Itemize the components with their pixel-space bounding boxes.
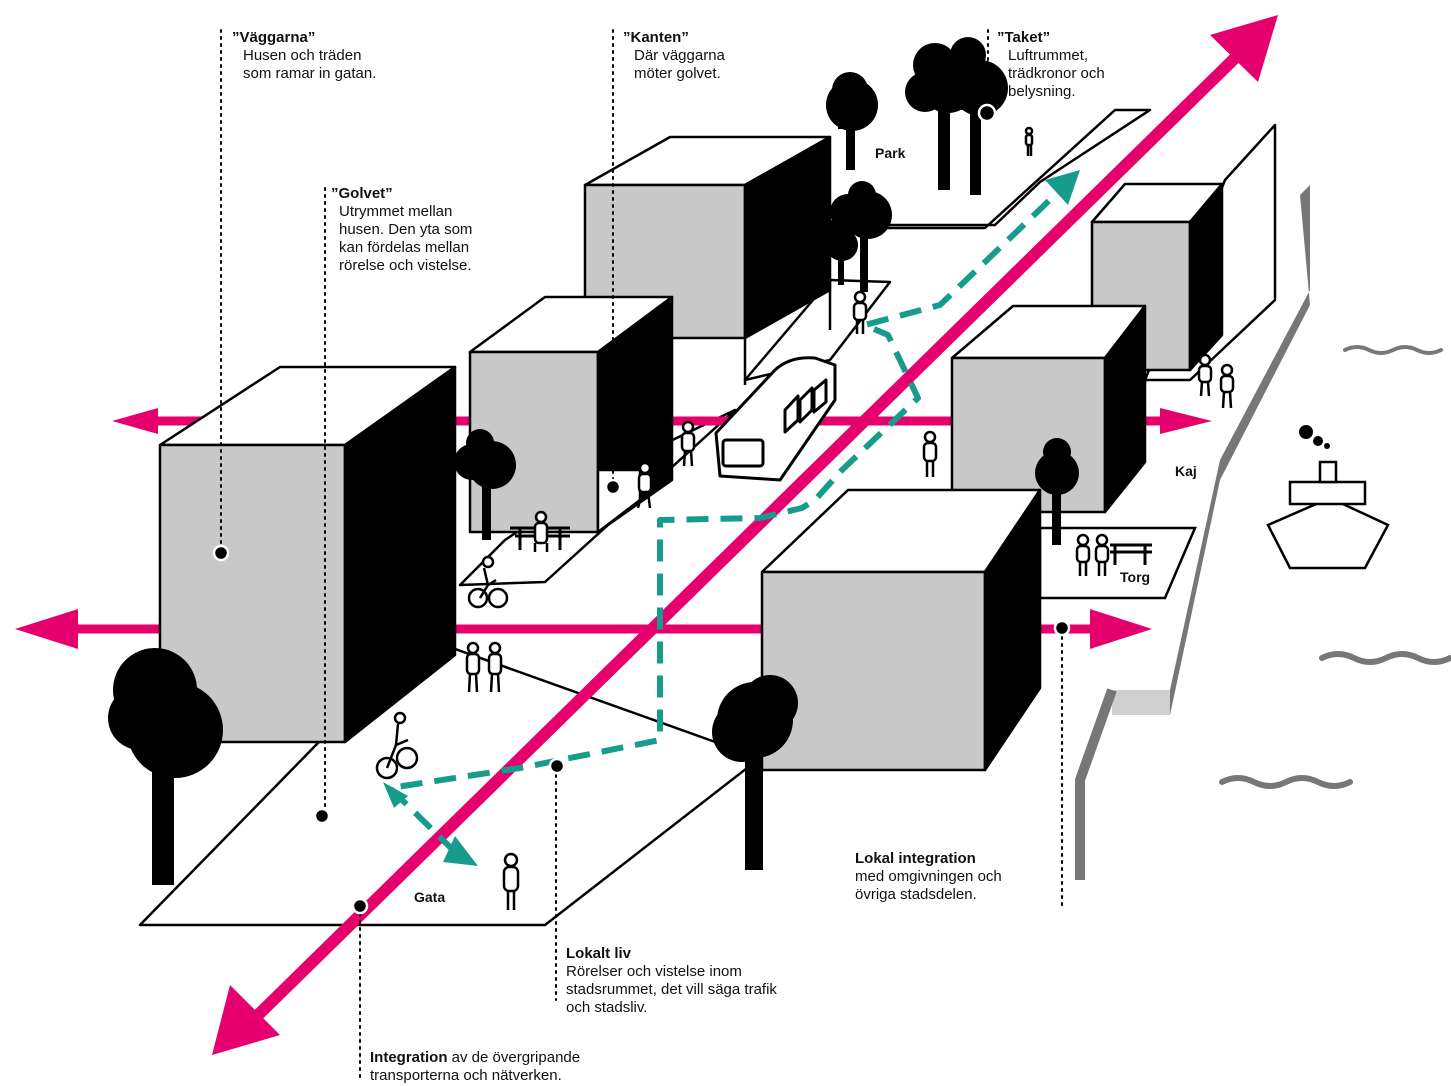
building-left-large (158, 365, 457, 744)
tree-icon (1035, 438, 1079, 545)
person-icon (852, 290, 868, 334)
annotation-lokal-integration: Lokal integration med omgivningen och öv… (855, 850, 1002, 904)
arrowhead-diagonal-top (1210, 15, 1278, 82)
bench-icon (1110, 543, 1152, 565)
annotation-line: husen. Den yta som (339, 221, 473, 238)
annotation-line: rörelse och vistelse. (339, 257, 472, 274)
annotation-line: Utrymmet mellan (339, 203, 453, 220)
building-right-front (760, 488, 1042, 772)
tree-icon (826, 72, 878, 170)
arrowhead-left-upper (112, 408, 158, 434)
park-ground (878, 108, 1152, 230)
annotation-title: ”Kanten” (623, 29, 689, 46)
annotation-line: som ramar in gatan. (243, 65, 377, 82)
cyclist-icons (375, 555, 509, 780)
annotation-line: med omgivningen och (855, 868, 1002, 885)
annotation-lokalt-liv: Lokalt liv Rörelser och vistelse inom st… (566, 945, 777, 1017)
annotation-line: och stadsliv. (566, 999, 648, 1016)
local-life-arrowheads (383, 170, 1080, 866)
marker-lokalt-liv (548, 757, 566, 775)
annotation-line: transporterna och nätverken. (370, 1067, 562, 1084)
label-gata: Gata (414, 889, 445, 905)
annotation-kanten: ”Kanten” Där väggarna möter golvet. (623, 29, 725, 83)
annotation-line: Där väggarna (634, 47, 725, 64)
label-kaj: Kaj (1175, 463, 1197, 479)
person-icon (533, 510, 549, 552)
label-park: Park (875, 145, 906, 161)
arrowhead-right-lower (1090, 609, 1152, 649)
marker-kanten (604, 478, 622, 496)
leader-lines (220, 29, 1063, 1083)
annotation-taket: ”Taket” Luftrummet, trädkronor och belys… (997, 29, 1105, 101)
marker-lokal-integration (1053, 619, 1071, 637)
person-icon (1024, 126, 1034, 156)
annotation-line: Rörelser och vistelse inom (566, 963, 742, 980)
person-icon (1197, 353, 1213, 397)
tree-icon (454, 429, 516, 540)
people-icons (465, 126, 1235, 910)
marker-taket (977, 103, 997, 123)
annotation-line: kan fördelas mellan (339, 239, 470, 256)
annotation-line: av de övergripande (447, 1049, 581, 1066)
annotation-integration: Integration av de övergripande transport… (370, 1049, 580, 1085)
marker-golvet (313, 807, 331, 825)
annotation-line: möter golvet. (634, 65, 721, 82)
annotation-golvet: ”Golvet” Utrymmet mellan husen. Den yta … (331, 185, 472, 275)
cyclist-icon (375, 711, 419, 780)
marker-vaggarna (212, 544, 230, 562)
torg-square (1038, 526, 1197, 600)
person-icon (487, 641, 503, 693)
cyclist-icon (467, 555, 509, 609)
person-icon (1075, 533, 1091, 576)
person-icon (502, 852, 520, 910)
marker-dots (212, 103, 1071, 915)
annotation-title: Lokal integration (855, 850, 976, 867)
quay-edge (1075, 185, 1310, 880)
tree-icon (108, 648, 223, 885)
person-icon (1219, 363, 1235, 409)
marker-integration (351, 897, 369, 915)
street-light-posts (743, 280, 832, 385)
tree-icon (712, 675, 798, 870)
tree-icon (942, 37, 1008, 195)
tree-icon (826, 217, 858, 285)
person-icon (465, 641, 481, 693)
annotation-title: ”Golvet” (331, 185, 393, 202)
ship-icon (1266, 425, 1390, 570)
water-waves (1219, 345, 1451, 789)
annotation-title: ”Taket” (997, 29, 1051, 46)
annotation-vaggarna: ”Väggarna” Husen och träden som ramar in… (232, 29, 376, 83)
annotation-line: Luftrummet, (1008, 47, 1089, 64)
annotation-line: belysning. (1008, 83, 1076, 100)
annotation-title: ”Väggarna” (232, 29, 316, 46)
annotation-title: Integration (370, 1049, 448, 1066)
person-icon (922, 430, 938, 477)
annotation-line: övriga stadsdelen. (855, 886, 977, 903)
annotation-title: Lokalt liv (566, 945, 632, 962)
bus-icon (714, 356, 837, 482)
building-middle-left (468, 295, 674, 534)
tree-icons (108, 37, 1079, 885)
arrowhead-right-upper (1160, 408, 1212, 434)
local-life-path (387, 192, 1058, 855)
label-torg: Torg (1120, 569, 1150, 585)
annotation-line: Husen och träden (243, 47, 362, 64)
annotation-line: trädkronor och (1008, 65, 1105, 82)
arrowhead-left-lower (15, 609, 78, 649)
annotation-line: stadsrummet, det vill säga trafik (566, 981, 777, 998)
person-icon (1094, 533, 1110, 576)
person-icon (636, 461, 653, 509)
person-icon (680, 420, 696, 467)
arrowhead-diagonal-bottom (212, 985, 280, 1055)
